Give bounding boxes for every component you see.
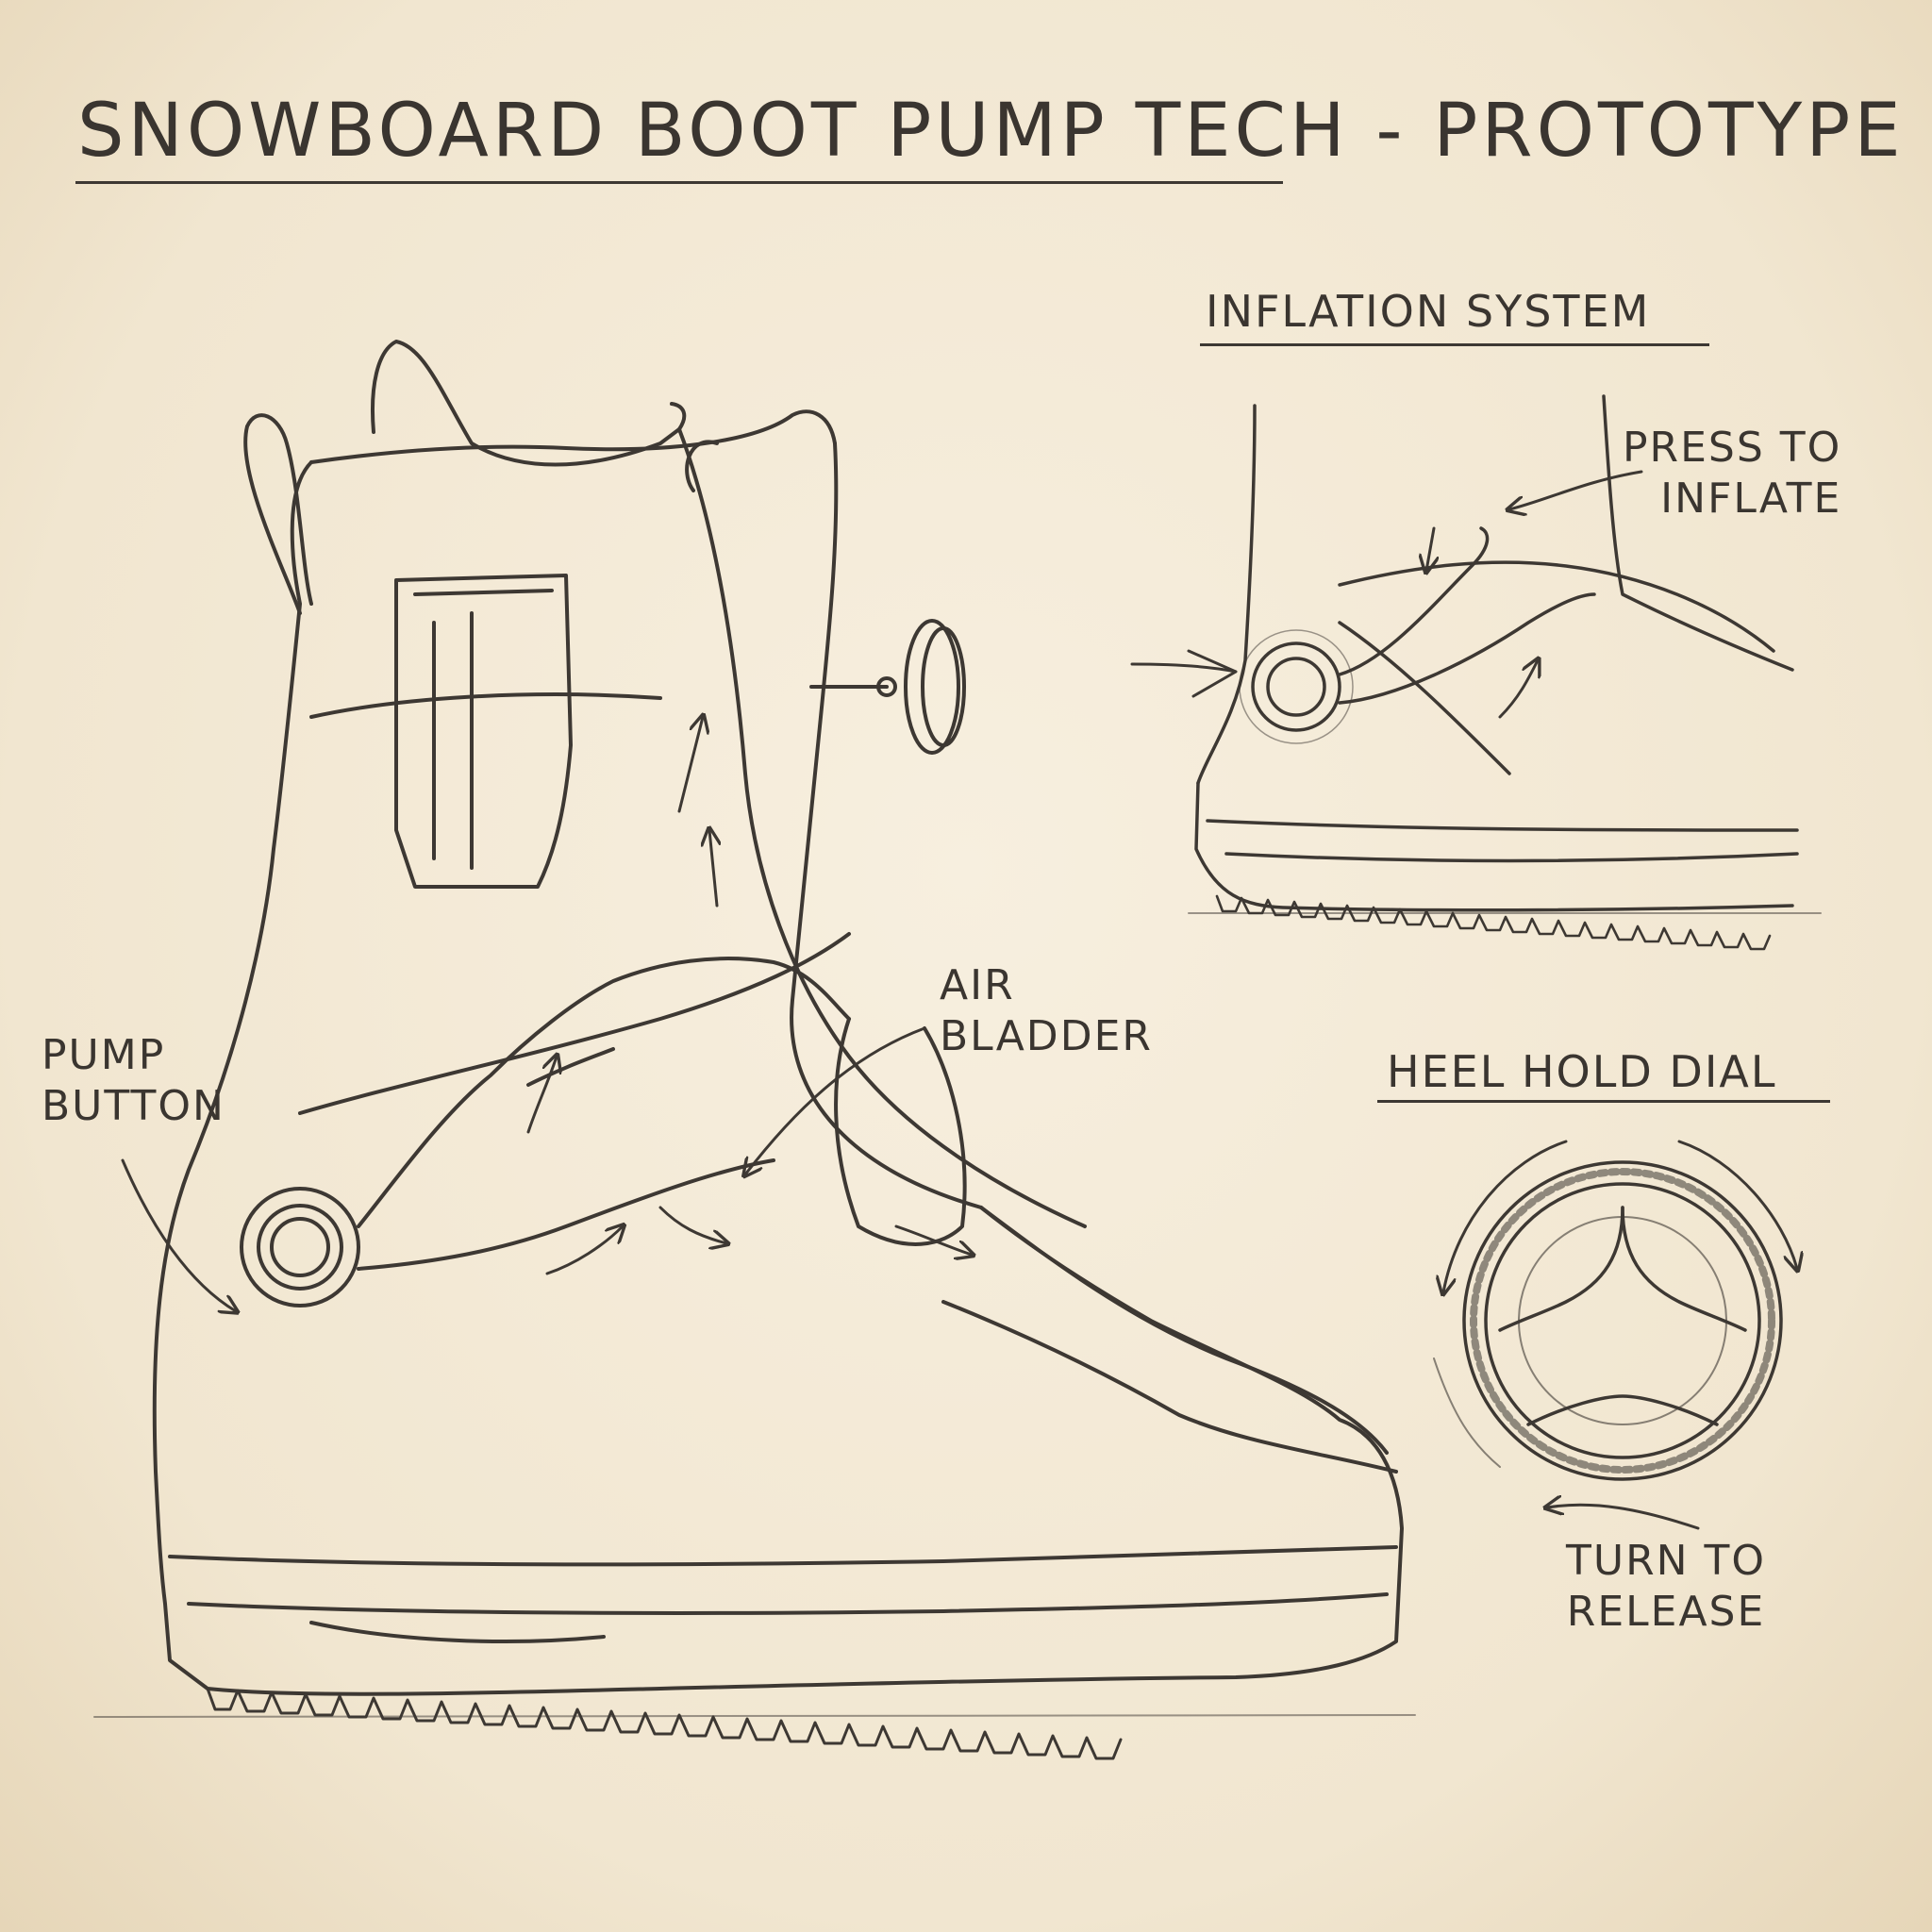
section-title-heel-hold-dial: HEEL HOLD DIAL	[1387, 1046, 1777, 1097]
callout-press-to-inflate-line-1: PRESS TO	[1623, 424, 1842, 472]
section-underline-inflation-system	[1200, 343, 1709, 346]
midsole	[168, 1545, 1398, 1567]
pull-loop	[243, 413, 313, 615]
turn-to-release-arrow	[1547, 1505, 1700, 1530]
boot-outline	[152, 460, 1404, 1696]
callout-air-bladder-line-2: BLADDER	[940, 1011, 1153, 1060]
dial-knurl	[1470, 1168, 1775, 1474]
page-title: SNOWBOARD BOOT PUMP TECH - PROTOTYPE	[77, 89, 1905, 174]
sole-tread	[206, 1687, 1123, 1760]
inflation-tread	[1215, 894, 1772, 951]
liner-window	[394, 574, 573, 889]
pump-bulb	[240, 1187, 360, 1307]
main-boot	[93, 340, 1416, 1760]
callout-turn-to-release-line-1: TURN TO	[1566, 1537, 1767, 1585]
dial-outer-ring	[1462, 1160, 1783, 1481]
callout-pump-button: PUMP BUTTON	[42, 1030, 225, 1131]
toe-cap	[979, 1206, 1389, 1455]
cuff-top	[309, 409, 837, 464]
callout-pump-button-line-2: BUTTON	[42, 1081, 225, 1130]
boa-dial	[809, 619, 966, 755]
inflation-system-sketch	[1130, 394, 1822, 951]
callout-pump-button-line-1: PUMP	[42, 1031, 166, 1079]
callout-turn-to-release-line-2: RELEASE	[1566, 1587, 1766, 1636]
air-bladder-arrow	[745, 1026, 926, 1174]
callout-air-bladder: AIR BLADDER	[940, 960, 1153, 1061]
press-to-inflate-arrow	[1509, 470, 1643, 509]
callout-turn-to-release: TURN TO RELEASE	[1566, 1536, 1766, 1637]
pump-button-arrow	[121, 1158, 236, 1311]
shell-overlay	[677, 427, 1087, 1228]
title-underline	[75, 181, 1283, 184]
air-hose	[357, 957, 851, 1228]
inflation-pump-bulb	[1239, 629, 1354, 744]
callout-press-to-inflate: PRESS TO INFLATE	[1623, 423, 1841, 524]
section-title-inflation-system: INFLATION SYSTEM	[1206, 286, 1651, 337]
heel-hold-dial-sketch	[1433, 1140, 1797, 1530]
callout-press-to-inflate-line-2: INFLATE	[1660, 474, 1842, 523]
callout-air-bladder-line-1: AIR	[940, 961, 1015, 1009]
section-underline-heel-hold-dial	[1377, 1100, 1830, 1103]
air-bladder	[834, 1017, 967, 1246]
